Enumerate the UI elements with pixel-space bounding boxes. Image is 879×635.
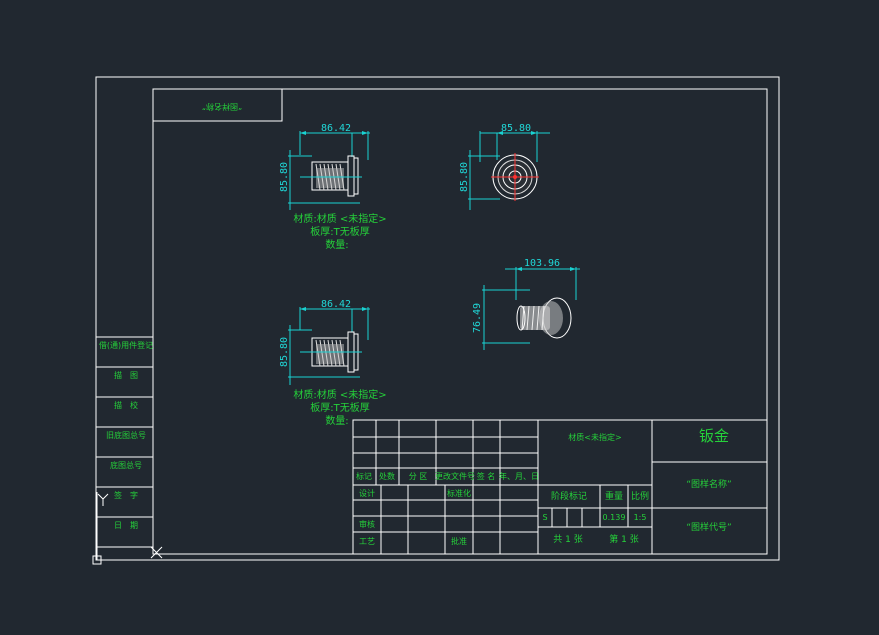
- stamp-text: “图样名称”: [202, 102, 242, 112]
- dim-width-label: 86.42: [321, 299, 351, 310]
- iso-view[interactable]: 103.96 76.49: [472, 258, 580, 350]
- scale-value: 1:5: [634, 513, 647, 522]
- ucs-icon: [92, 492, 163, 565]
- row-label-process: 工艺: [359, 537, 375, 546]
- note-thickness: 板厚:T无板厚: [310, 401, 369, 414]
- side-cell: 旧底图总号: [106, 430, 146, 440]
- row-label-review: 审核: [359, 519, 375, 529]
- weight-value: 0.139: [603, 513, 626, 522]
- side-cell: 借(通)用件登记: [99, 340, 153, 350]
- row-label-approve: 批准: [451, 536, 467, 546]
- note-thickness: 板厚:T无板厚: [310, 225, 369, 238]
- notes-block-2: 材质:材质 <未指定> 板厚:T无板厚 数量:: [293, 388, 386, 427]
- dim-width-label: 85.80: [501, 123, 531, 134]
- note-quantity: 数量:: [325, 238, 348, 251]
- stage-label: 阶段标记: [551, 490, 587, 502]
- part-title: 钣金: [699, 427, 729, 445]
- side-cell: 底图总号: [110, 460, 142, 470]
- side-cell: 日 期: [114, 521, 138, 530]
- title-block: 标记 处数 分 区 更改文件号 签 名 年、月、日 设计 标准化 审核 工艺 批…: [352, 419, 768, 555]
- note-material: 材质:材质 <未指定>: [293, 388, 386, 401]
- inner-frame: [152, 88, 768, 555]
- sheet-number: 第 1 张: [609, 533, 638, 545]
- header-cell: 标记: [356, 471, 372, 481]
- notes-block-1: 材质:材质 <未指定> 板厚:T无板厚 数量:: [293, 212, 386, 251]
- side-cell: 签 字: [114, 490, 138, 500]
- row-label-standard: 标准化: [447, 488, 471, 498]
- drawing-name: “图样名称”: [686, 478, 731, 490]
- top-left-stamp: “图样名称”: [152, 88, 283, 122]
- note-material: 材质:材质 <未指定>: [293, 212, 386, 225]
- stage-value: S: [542, 513, 547, 522]
- drawing-code: “图样代号”: [686, 521, 731, 533]
- front-view[interactable]: 86.42 85.80: [279, 123, 370, 210]
- header-cell: 签 名: [477, 471, 496, 481]
- sheets-total: 共 1 张: [553, 534, 582, 545]
- header-cell: 更改文件号: [435, 471, 475, 481]
- side-cell: 描 校: [114, 400, 138, 410]
- bottom-view[interactable]: 86.42 85.80: [279, 299, 370, 385]
- row-label-design: 设计: [359, 488, 375, 498]
- dim-width-label: 103.96: [524, 258, 560, 269]
- side-cell: 描 图: [114, 370, 138, 380]
- scale-label: 比例: [631, 490, 649, 502]
- weight-label: 重量: [605, 490, 623, 502]
- side-view[interactable]: 85.80 85.80: [459, 123, 550, 210]
- dim-height-label: 85.80: [279, 337, 290, 367]
- material-label: 材质<未指定>: [568, 432, 621, 442]
- note-quantity: 数量:: [325, 414, 348, 427]
- dim-height-label: 85.80: [459, 162, 470, 192]
- dim-width-label: 86.42: [321, 123, 351, 134]
- dim-height-label: 85.80: [279, 162, 290, 192]
- header-cell: 分 区: [409, 472, 428, 481]
- side-table: 借(通)用件登记 描 图 描 校 旧底图总号 底图总号 签 字 日 期: [96, 336, 153, 548]
- outer-frame: [95, 76, 780, 561]
- header-cell: 处数: [379, 471, 395, 481]
- header-cell: 年、月、日: [499, 471, 539, 481]
- dim-height-label: 76.49: [472, 303, 483, 333]
